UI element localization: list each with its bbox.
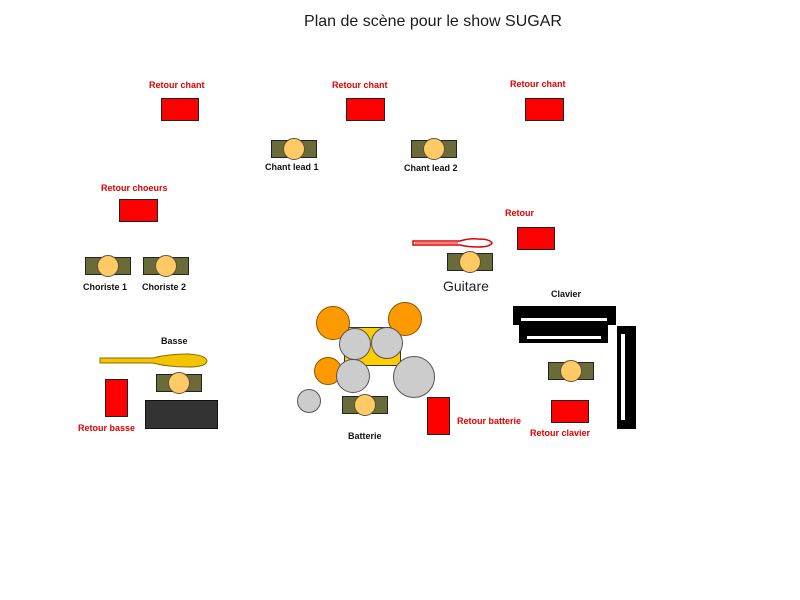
musician-head-icon [97,255,119,277]
choriste-2-position[interactable] [143,255,189,277]
keyboard-3-icon [617,326,636,429]
guitare-position[interactable] [447,251,493,273]
retour-clavier-label: Retour clavier [530,428,591,438]
clavier-label: Clavier [551,289,582,299]
musician-head-icon [354,394,376,416]
bass-amp [145,400,218,429]
retour-chant-left-label: Retour chant [149,80,205,90]
cymbal-icon [388,302,422,336]
hi-hat-icon [297,389,321,413]
guitare-label: Guitare [443,278,489,294]
keyboard-1-icon [513,306,616,325]
retour-guitare-label: Retour [505,208,534,218]
musician-head-icon [168,372,190,394]
musician-head-icon [423,138,445,160]
basse-label: Basse [161,336,188,346]
chant-lead-1-position[interactable] [271,138,317,160]
retour-chant-center-label: Retour chant [332,80,388,90]
retour-chant-right-label: Retour chant [510,79,566,89]
guitar-icon [412,238,493,248]
retour-basse-monitor[interactable] [105,379,128,417]
chant-lead-2-position[interactable] [411,138,457,160]
keyboard-2-icon [519,324,608,343]
choriste-1-label: Choriste 1 [83,282,128,292]
tom-icon [336,359,370,393]
floor-tom-icon [393,356,435,398]
basse-position[interactable] [156,372,202,394]
clavier-position[interactable] [548,360,594,382]
retour-guitare-monitor[interactable] [517,227,555,250]
musician-head-icon [155,255,177,277]
retour-chant-right-monitor[interactable] [525,98,564,121]
choriste-1-position[interactable] [85,255,131,277]
page-title: Plan de scène pour le show SUGAR [304,13,562,30]
retour-chant-left-monitor[interactable] [161,98,199,121]
retour-chant-center-monitor[interactable] [346,98,385,121]
retour-batterie-label: Retour batterie [457,416,522,426]
retour-clavier-monitor[interactable] [551,400,589,423]
batterie-position[interactable] [342,394,388,416]
musician-head-icon [560,360,582,382]
chant-lead-2-label: Chant lead 2 [404,163,458,173]
musician-head-icon [459,251,481,273]
batterie-label: Batterie [348,431,382,441]
retour-batterie-monitor[interactable] [427,397,450,435]
retour-choeurs-monitor[interactable] [119,199,158,222]
bass-guitar-icon [99,353,208,368]
retour-choeurs-label: Retour choeurs [101,183,168,193]
choriste-2-label: Choriste 2 [142,282,187,292]
chant-lead-1-label: Chant lead 1 [265,162,319,172]
tom-icon [339,328,371,360]
musician-head-icon [283,138,305,160]
retour-basse-label: Retour basse [78,423,136,433]
tom-icon [371,327,403,359]
